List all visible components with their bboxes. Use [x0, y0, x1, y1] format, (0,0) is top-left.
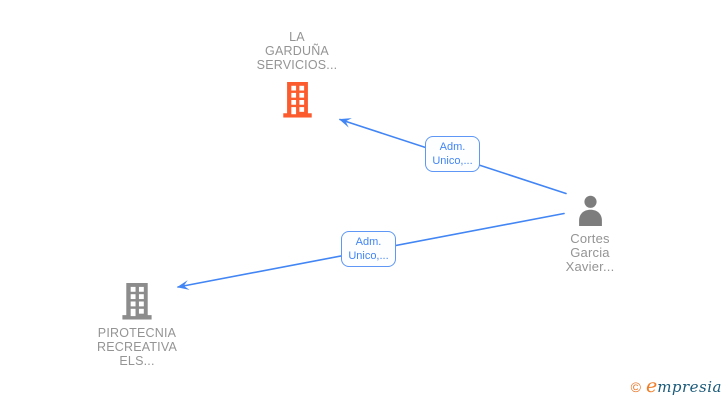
- building-icon: [282, 82, 312, 118]
- edge-label-adm-unico-2[interactable]: Adm. Unico,...: [341, 231, 396, 267]
- brand-letter-e: e: [645, 375, 658, 397]
- copyright-icon: ©: [630, 379, 641, 395]
- empresia-logo: © e mpresia: [630, 375, 722, 397]
- brand-text: mpresia: [657, 378, 722, 396]
- node-company-pirotecnia[interactable]: PIROTECNIA RECREATIVA ELS...: [67, 283, 207, 368]
- node-person-cortes-garcia[interactable]: Cortes Garcia Xavier...: [530, 195, 650, 274]
- edge-label-adm-unico-1[interactable]: Adm. Unico,...: [425, 136, 480, 172]
- person-name-cortes-garcia: Cortes Garcia Xavier...: [565, 231, 615, 274]
- company-name-la-garduna: LA GARDUÑA SERVICIOS...: [256, 30, 338, 72]
- building-icon: [122, 283, 152, 320]
- person-icon: [578, 195, 602, 226]
- company-name-pirotecnia: PIROTECNIA RECREATIVA ELS...: [96, 326, 178, 368]
- node-company-la-garduna[interactable]: LA GARDUÑA SERVICIOS...: [227, 30, 367, 118]
